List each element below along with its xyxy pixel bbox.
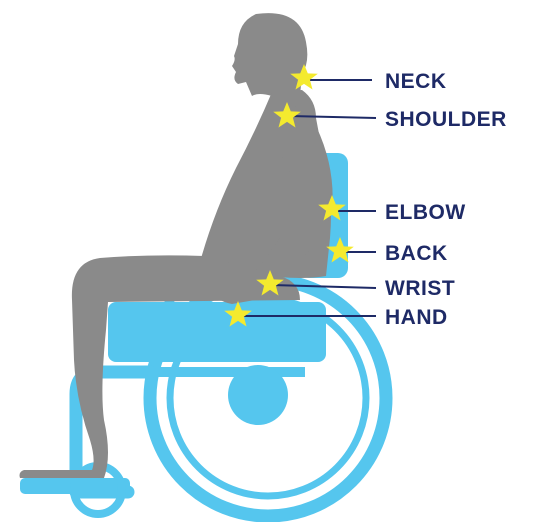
label-shoulder: SHOULDER bbox=[385, 108, 507, 131]
body-part-labels: NECK SHOULDER ELBOW BACK WRIST HAND bbox=[385, 70, 507, 329]
wheelchair-hub bbox=[228, 365, 288, 425]
label-neck: NECK bbox=[385, 70, 447, 93]
label-elbow: ELBOW bbox=[385, 201, 466, 224]
label-back: BACK bbox=[385, 242, 448, 265]
label-hand: HAND bbox=[385, 306, 448, 329]
wheelchair-seat bbox=[108, 302, 326, 362]
person-silhouette bbox=[20, 13, 333, 478]
person-head bbox=[232, 13, 307, 96]
label-wrist: WRIST bbox=[385, 277, 455, 300]
